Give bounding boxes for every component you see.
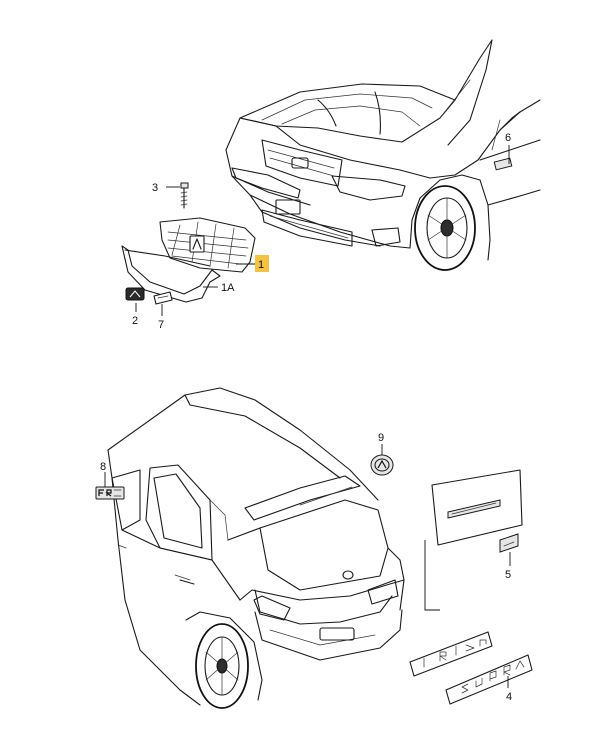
grille-part [159,217,256,273]
callout-8[interactable]: 8 [100,461,106,473]
callout-2[interactable]: 2 [132,315,138,327]
highlight-marker [255,255,269,272]
supra-lettering-part [445,654,533,705]
callout-1[interactable]: 1 [258,259,264,271]
fr-badge-part [95,486,125,500]
door-lettering-panel [431,469,523,546]
callout-6[interactable]: 6 [505,132,511,144]
callout-7[interactable]: 7 [158,319,164,331]
front-emblem-part [125,287,145,301]
callout-1a[interactable]: 1A [221,282,235,294]
callout-5[interactable]: 5 [505,569,511,581]
front-car-illustration [225,39,541,271]
clip-part [153,291,173,305]
rear-car-illustration [107,387,405,709]
callout-4[interactable]: 4 [506,691,512,703]
rear-emblem-part [370,454,394,476]
callout-9[interactable]: 9 [378,432,384,444]
ibiza-lettering-part [409,631,493,677]
grille-frame-part [121,245,221,303]
callout-3[interactable]: 3 [152,182,158,194]
screw-part [180,182,189,209]
side-badge-part [499,533,519,553]
